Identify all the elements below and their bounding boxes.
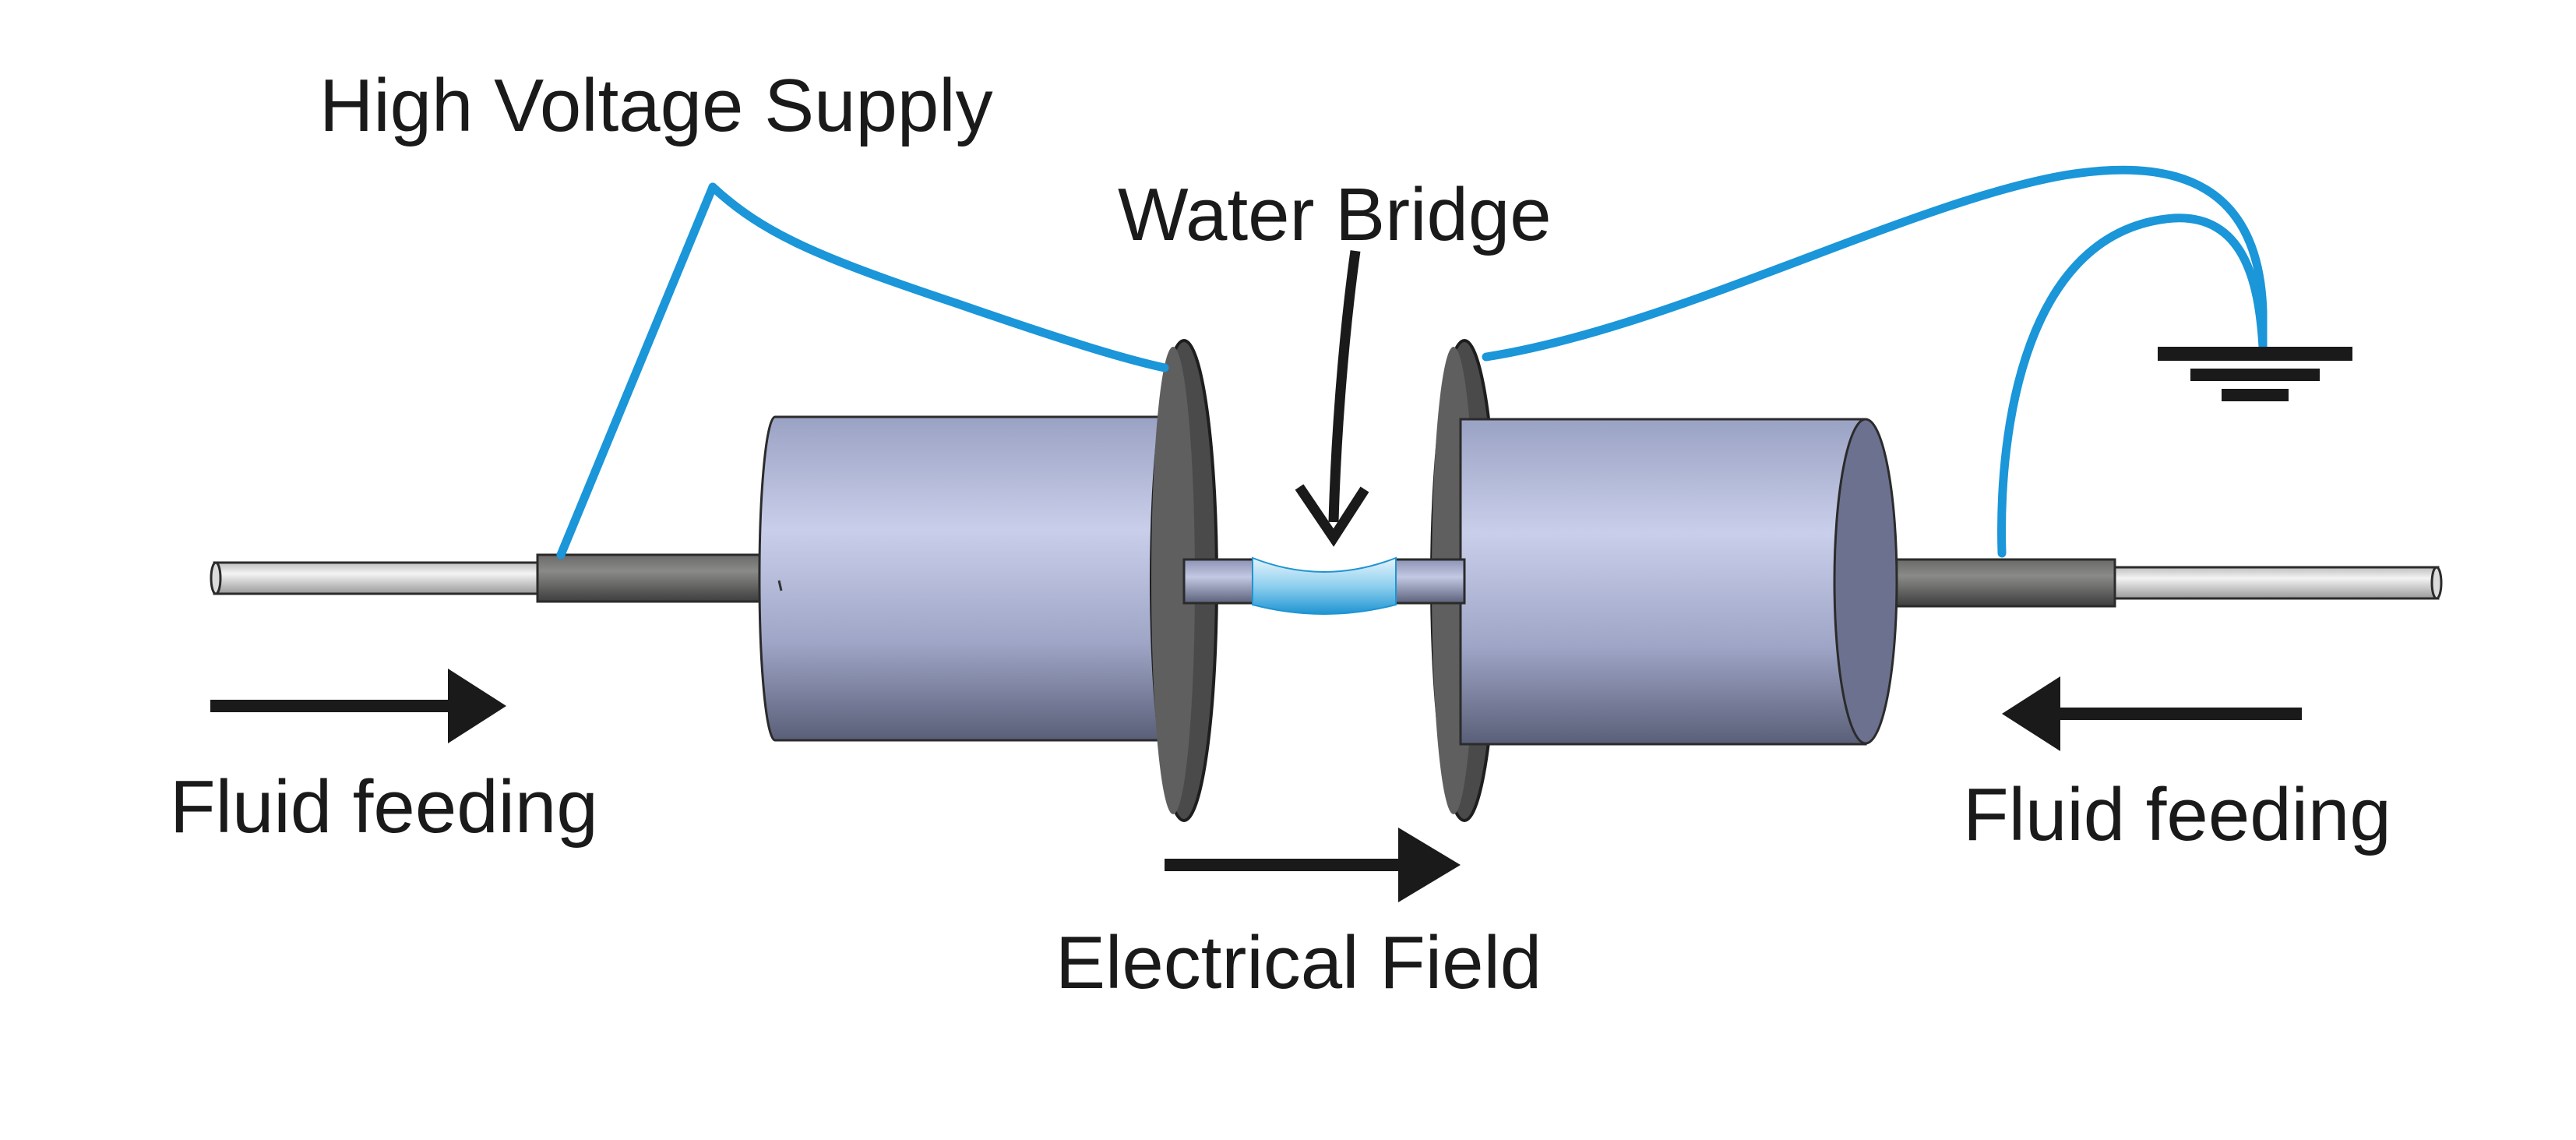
ground-symbol-icon — [2158, 347, 2352, 401]
fluid-feeding-left-label: Fluid feeding — [170, 765, 598, 849]
right-cylinder — [1459, 418, 1898, 746]
electrical-field-arrow — [1165, 828, 1461, 902]
hv-wire-top — [708, 182, 1169, 372]
water-bridge — [1182, 556, 1466, 615]
left-feed-tube — [210, 553, 765, 603]
electrical-field-label: Electrical Field — [1055, 921, 1542, 1004]
left-cylinder — [758, 415, 1162, 742]
right-feed-tube — [1872, 558, 2443, 608]
high-voltage-supply-label: High Voltage Supply — [319, 64, 993, 147]
fluid-feeding-right-label: Fluid feeding — [1963, 773, 2391, 856]
supply-wires — [556, 165, 2268, 559]
ground-wire-top — [1482, 165, 2268, 362]
hv-wire-left — [556, 182, 717, 559]
ground-wire-bottom — [1997, 214, 2268, 558]
fluid-arrow-right — [2002, 676, 2302, 751]
water-bridge-pointer-arrow — [1295, 250, 1369, 547]
fluid-arrow-left — [210, 669, 506, 743]
water-bridge-label: Water Bridge — [1118, 173, 1552, 256]
